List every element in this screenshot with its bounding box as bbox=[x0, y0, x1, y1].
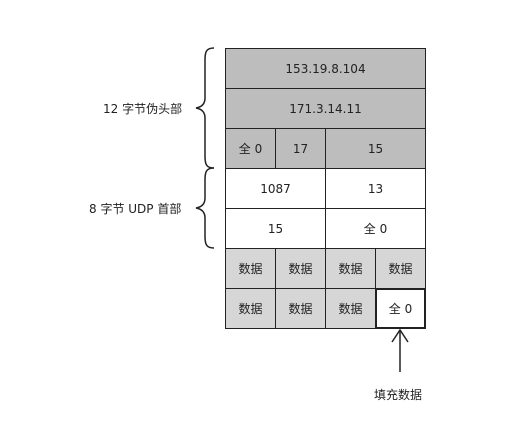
protocol-cell: 17 bbox=[275, 128, 326, 169]
source-ip-cell: 153.19.8.104 bbox=[225, 48, 426, 89]
dest-port-cell: 13 bbox=[325, 168, 426, 209]
length-cell: 15 bbox=[225, 208, 326, 249]
udp-length-pseudo-cell: 15 bbox=[325, 128, 426, 169]
udp-header-brace bbox=[195, 167, 215, 249]
data-cell: 数据 bbox=[275, 248, 326, 289]
data-cell: 数据 bbox=[325, 288, 376, 329]
data-cell: 数据 bbox=[325, 248, 376, 289]
udp-header-label: 8 字节 UDP 首部 bbox=[89, 202, 182, 216]
padding-cell: 全 0 bbox=[375, 288, 426, 329]
dest-ip-cell: 171.3.14.11 bbox=[225, 88, 426, 129]
data-cell: 数据 bbox=[225, 248, 276, 289]
checksum-cell: 全 0 bbox=[325, 208, 426, 249]
source-port-cell: 1087 bbox=[225, 168, 326, 209]
padding-data-label: 填充数据 bbox=[374, 388, 423, 402]
data-cell: 数据 bbox=[225, 288, 276, 329]
data-cell: 数据 bbox=[375, 248, 426, 289]
pseudo-header-brace bbox=[195, 47, 215, 169]
data-cell: 数据 bbox=[275, 288, 326, 329]
padding-arrow-head bbox=[391, 328, 409, 343]
pseudo-header-label: 12 字节伪头部 bbox=[103, 102, 183, 116]
zero-field-cell: 全 0 bbox=[225, 128, 276, 169]
